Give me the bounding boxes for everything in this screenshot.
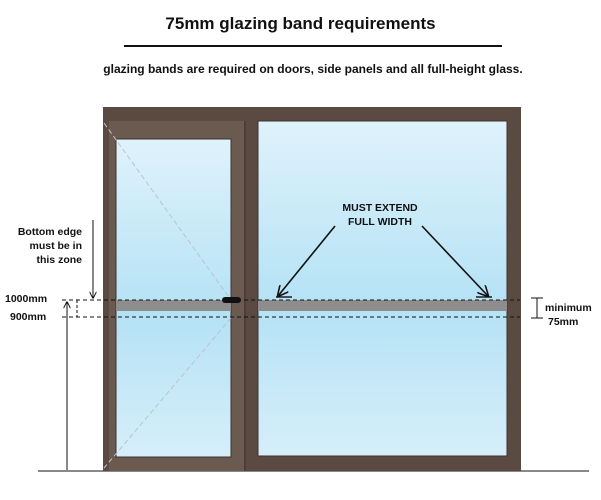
bottom-edge-label-line3: this zone bbox=[36, 254, 82, 266]
bottom-edge-label-line1: Bottom edge bbox=[18, 226, 82, 238]
full-width-arrow-right bbox=[421, 225, 488, 296]
door-swing-line-lower bbox=[103, 317, 232, 469]
door-glass bbox=[115, 138, 232, 458]
minimum-label-line1: minimum bbox=[545, 302, 592, 314]
bottom-edge-label-line2: must be in bbox=[29, 240, 82, 252]
extend-label-line2: FULL WIDTH bbox=[348, 216, 412, 228]
door-swing-line-upper bbox=[103, 122, 232, 301]
panel-glazing-band bbox=[258, 300, 507, 311]
title-underline bbox=[124, 45, 502, 47]
extend-label-line1: MUST EXTEND bbox=[342, 202, 418, 214]
side-panel-glass bbox=[257, 120, 508, 457]
diagram-subtitle: glazing bands are required on doors, sid… bbox=[103, 62, 523, 76]
height-label-900mm: 900mm bbox=[10, 311, 46, 323]
door-glazing-band bbox=[116, 300, 231, 311]
full-width-arrow-left bbox=[278, 225, 336, 296]
height-label-1000mm: 1000mm bbox=[5, 293, 47, 305]
minimum-label-line2: 75mm bbox=[548, 316, 578, 328]
diagram-title: 75mm glazing band requirements bbox=[165, 14, 436, 33]
